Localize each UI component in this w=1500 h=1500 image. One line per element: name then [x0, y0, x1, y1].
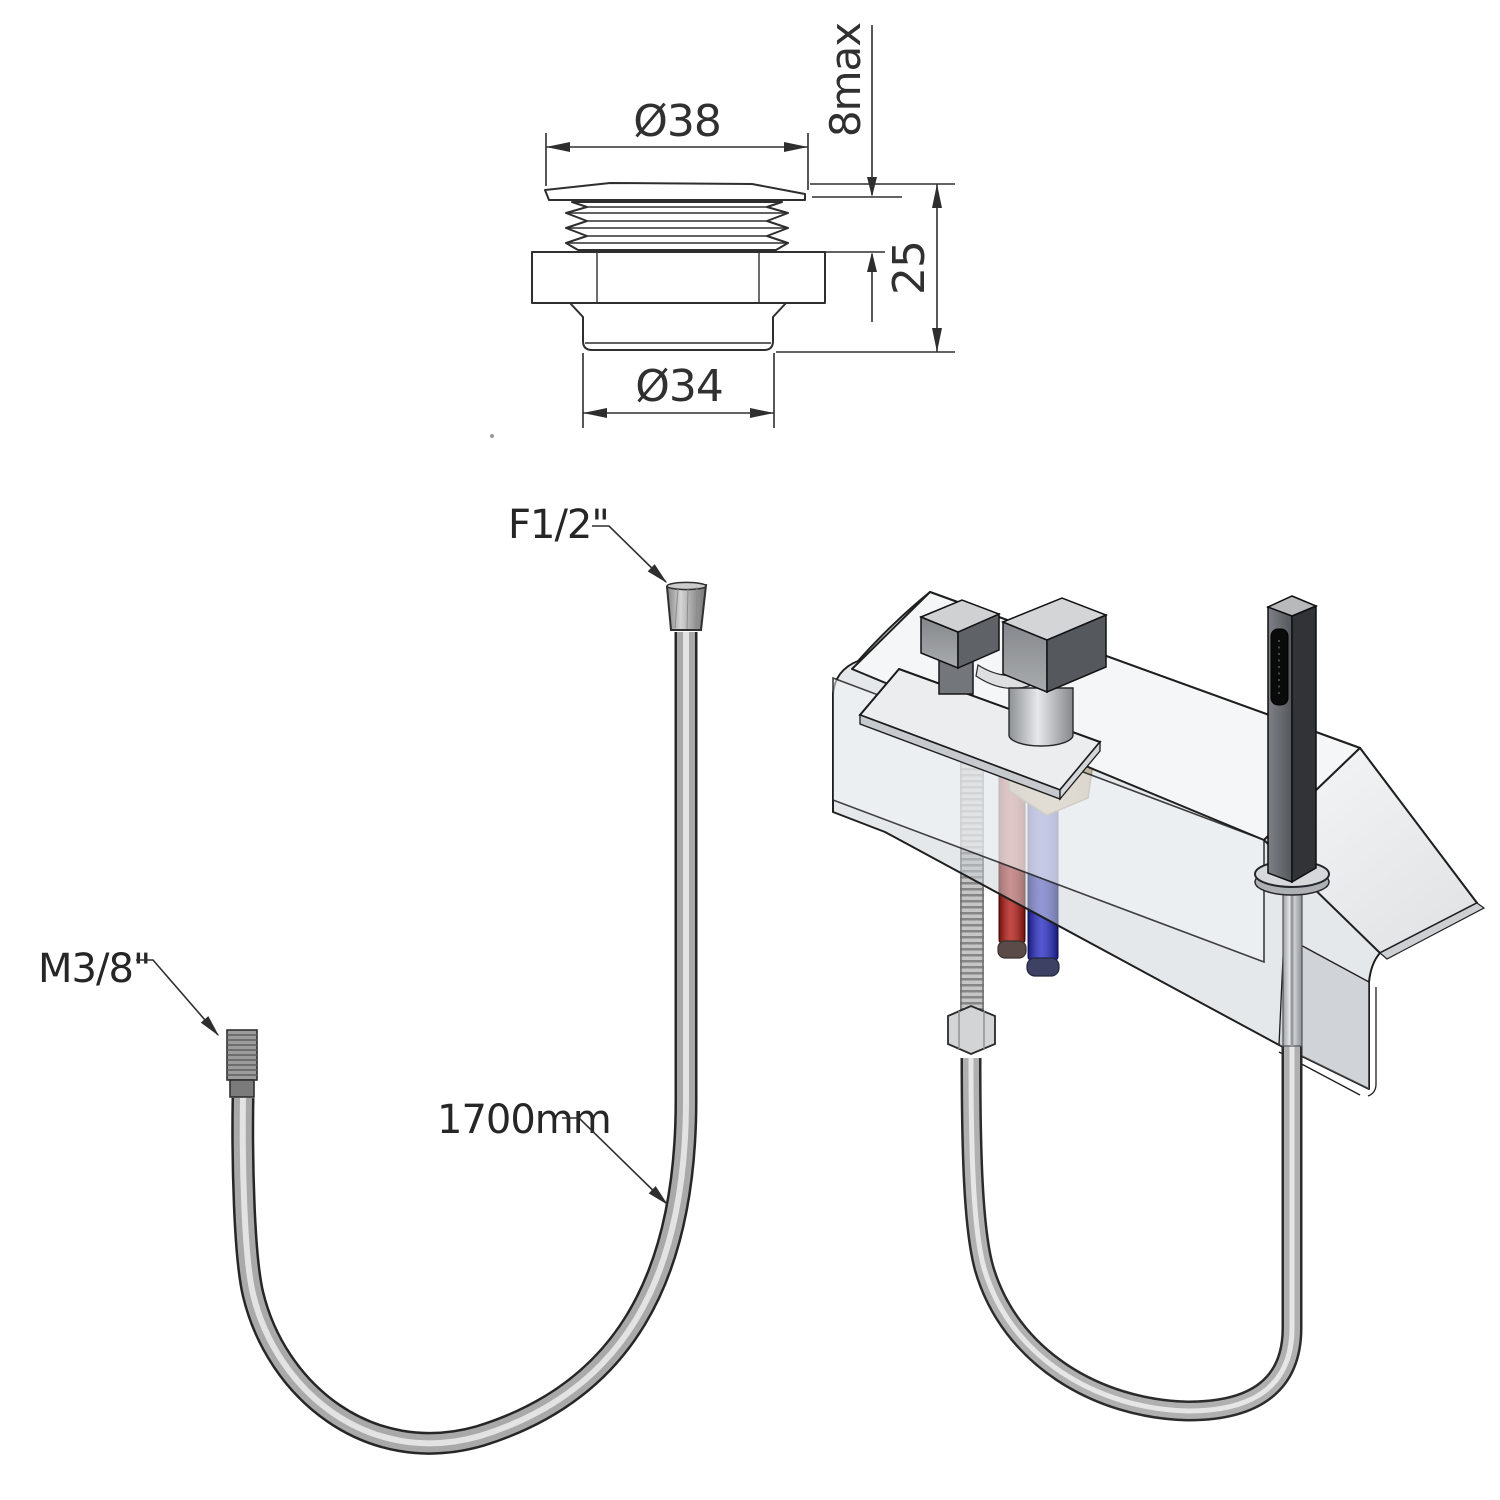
dim-label-height: 25: [884, 241, 935, 295]
bath-rim-sheet: [832, 591, 1486, 1097]
dim-height: 25: [776, 183, 955, 353]
print-speck: [490, 434, 494, 438]
fitting-hex-nut: [531, 251, 826, 304]
fitting-flange: [544, 182, 806, 201]
mixer-handle-cube: [919, 599, 1001, 695]
dim-top-diameter: Ø38: [545, 96, 809, 190]
label-male-end: M3/8": [38, 946, 219, 1036]
deck-edge-thickness: [1378, 902, 1486, 960]
hose-female-cone: [665, 581, 708, 631]
hot-pipe-cap: [997, 940, 1027, 959]
hose-tube: [231, 632, 698, 1455]
spout-cylinder-base: [1008, 687, 1074, 747]
fitting-spigot: [569, 302, 787, 351]
hose-male-thread: [226, 1029, 258, 1098]
shower-hose-drawing: F1/2" M3/8" 1700mm: [38, 502, 708, 1455]
label-hose-length: 1700mm: [437, 1097, 668, 1205]
cold-pipe-cap: [1026, 957, 1060, 977]
fitting-section-drawing: Ø38 Ø34 8max 25: [490, 23, 955, 438]
label-hose-length-text: 1700mm: [437, 1097, 611, 1143]
installation-render: [832, 591, 1486, 1422]
mixer-spout-cube: [1001, 597, 1108, 694]
label-male-end-text: M3/8": [38, 946, 150, 992]
label-female-end: F1/2": [508, 502, 667, 583]
handshower-drop-tube: [1282, 885, 1303, 1047]
handshower-wand: [1266, 595, 1318, 884]
dim-bottom-diameter: Ø34: [582, 353, 775, 428]
label-female-end-text: F1/2": [508, 502, 609, 548]
dim-label-bottom-diameter: Ø34: [635, 361, 723, 412]
dim-label-top-diameter: Ø38: [633, 96, 721, 147]
handshower-hose-loop: [960, 1046, 1303, 1422]
dim-label-clamp-max: 8max: [821, 23, 870, 137]
dim-clamp-max: 8max: [812, 23, 902, 322]
fitting-bellows-thread: [565, 201, 789, 251]
hose-hex-nut: [947, 1005, 996, 1055]
